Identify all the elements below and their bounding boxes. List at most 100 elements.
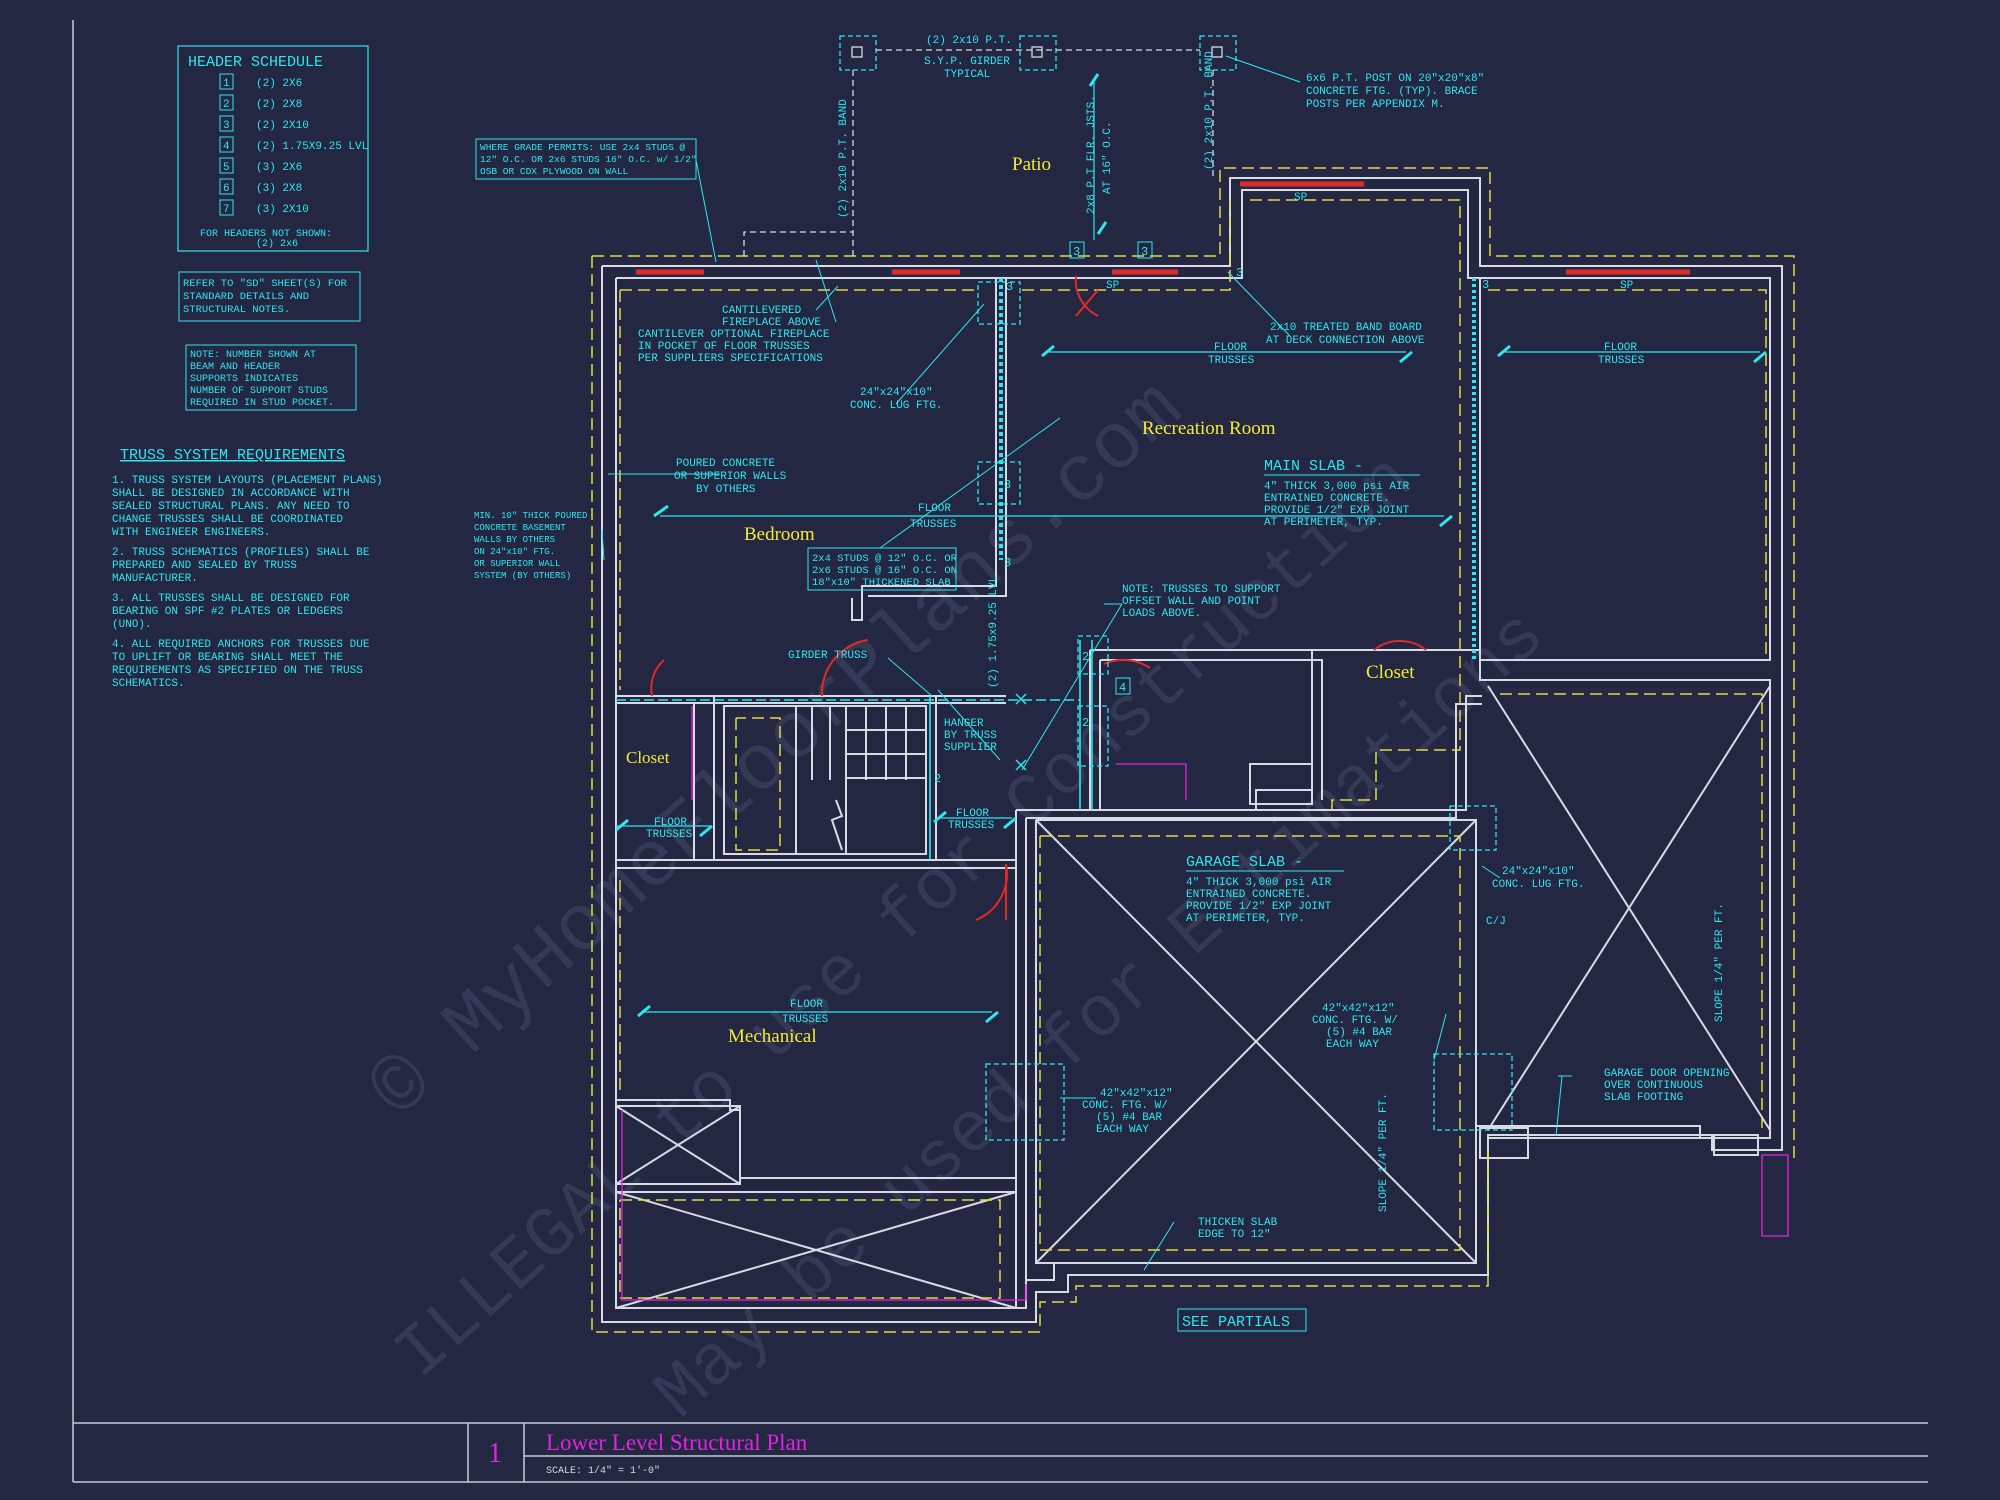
note-conc-ftg-1c: (5) #4 BAR	[1096, 1112, 1162, 1124]
header-schedule-size: (3) 2X6	[256, 162, 302, 174]
room-labels: Patio Recreation Room Bedroom Closet Clo…	[626, 154, 1415, 1047]
note-studs-3: 18"x10" THICKENED SLAB	[812, 577, 951, 589]
sd-note-line-1: REFER TO "SD" SHEET(S) FOR	[183, 278, 348, 290]
note-fireplace-2: FIREPLACE ABOVE	[722, 317, 821, 329]
note-conc-ftg-1b: CONC. FTG. W/	[1082, 1100, 1168, 1112]
note-basement-5: OR SUPERIOR WALL	[474, 559, 560, 569]
note-girder-truss: GIRDER TRUSS	[788, 650, 868, 662]
main-slab-3: PROVIDE 1/2" EXP JOINT	[1264, 505, 1410, 517]
note-studs-2: 2x6 STUDS @ 16" O.C. ON	[812, 565, 957, 577]
truss-arrows	[615, 73, 1767, 1024]
main-slab-4: AT PERIMETER, TYP.	[1264, 517, 1383, 529]
note-basement-2: CONCRETE BASEMENT	[474, 523, 566, 533]
room-closet-left: Closet	[626, 748, 670, 767]
main-slab-2: ENTRAINED CONCRETE.	[1264, 493, 1389, 505]
floor-trusses-4a: FLOOR	[654, 817, 687, 829]
truss-requirements: TRUSS SYSTEM REQUIREMENTS 1. TRUSS SYSTE…	[112, 447, 383, 690]
note-joists-1: 2x8 P.T FLR. JSTS.	[1086, 95, 1098, 214]
note-cj: C/J	[1486, 916, 1506, 928]
note-joists-2: AT 16" O.C.	[1102, 121, 1114, 194]
floor-trusses-1b: TRUSSES	[1208, 355, 1255, 367]
note-poured-1: POURED CONCRETE	[676, 458, 775, 470]
header-schedule-num: 3	[223, 120, 230, 132]
note-hanger-3: SUPPLIER	[944, 742, 997, 754]
room-recreation: Recreation Room	[1142, 418, 1276, 439]
note-slope-2: SLOPE 1/4" PER FT.	[1378, 1093, 1390, 1212]
truss-requirement-line: SEALED STRUCTURAL PLANS. ANY NEED TO	[112, 501, 350, 513]
note-basement-3: WALLS BY OTHERS	[474, 535, 555, 545]
header-schedule-num: 4	[223, 141, 230, 153]
note-post-3: POSTS PER APPENDIX M.	[1306, 99, 1445, 111]
note-lvl: (2) 1.75x9.25 LVL	[988, 576, 1000, 688]
see-partials: SEE PARTIALS	[1182, 1314, 1290, 1331]
floor-trusses-3b: TRUSSES	[910, 519, 957, 531]
note-grade-2: 12" O.C. OR 2x6 STUDS 16" O.C. w/ 1/2"	[480, 154, 697, 165]
note-grade-1: WHERE GRADE PERMITS: USE 2x4 STUDS @	[480, 142, 686, 153]
note-basement-4: ON 24"x10" FTG.	[474, 547, 555, 557]
header-schedule-num-box	[219, 157, 234, 174]
truss-requirement-line: TO UPLIFT OR BEARING SHALL MEET THE	[112, 652, 343, 664]
note-truss-support-1: NOTE: TRUSSES TO SUPPORT	[1122, 584, 1281, 596]
sp-label-2: SP	[1106, 280, 1120, 292]
room-patio: Patio	[1012, 154, 1051, 175]
tag-5: 3	[1004, 556, 1011, 570]
tag-2: 3	[1141, 245, 1148, 259]
truss-requirement-line: PREPARED AND SEALED BY TRUSS	[112, 560, 297, 572]
floor-trusses-6a: FLOOR	[790, 999, 823, 1011]
floor-trusses-6b: TRUSSES	[782, 1014, 829, 1026]
garage-slab-4: AT PERIMETER, TYP.	[1186, 913, 1305, 925]
header-schedule-title: HEADER SCHEDULE	[188, 54, 323, 71]
floor-trusses-5a: FLOOR	[956, 808, 989, 820]
leader-lines	[601, 55, 1572, 1271]
window-headers	[636, 181, 1690, 275]
garage-slab-1: 4" THICK 3,000 psi AIR	[1186, 877, 1332, 889]
tag-10: 2	[934, 772, 941, 786]
foundation-lines	[591, 167, 1795, 1333]
stud-note-line-2: BEAM AND HEADER	[190, 362, 280, 373]
note-post-1: 6x6 P.T. POST ON 20"x20"x8"	[1306, 73, 1484, 85]
note-basement-6: SYSTEM (BY OTHERS)	[474, 571, 571, 581]
support-tags: 3 3 3 3 3 3 3 2 2 2 4	[934, 241, 1489, 786]
note-conc-ftg-2c: (5) #4 BAR	[1326, 1027, 1392, 1039]
truss-requirement-line: SCHEMATICS.	[112, 678, 185, 690]
tag-9: 2	[1082, 716, 1089, 730]
title-block: 1 Lower Level Structural Plan SCALE: 1/4…	[488, 1430, 808, 1477]
note-garage-door-3: SLAB FOOTING	[1604, 1092, 1683, 1104]
truss-requirement-line: 3. ALL TRUSSES SHALL BE DESIGNED FOR	[112, 593, 350, 605]
note-conc-ftg-1d: EACH WAY	[1096, 1124, 1149, 1136]
plan-notes: (2) 2x10 P.T. S.Y.P. GIRDER TYPICAL 6x6 …	[474, 35, 1729, 1332]
title-scale: SCALE: 1/4" = 1'-0"	[546, 1465, 660, 1477]
stud-note-line-5: REQUIRED IN STUD POCKET.	[190, 398, 334, 409]
note-fireplace-5: PER SUPPLIERS SPECIFICATIONS	[638, 353, 823, 365]
truss-requirement-line: BEARING ON SPF #2 PLATES OR LEDGERS	[112, 606, 343, 618]
tag-8: 2	[1082, 650, 1089, 664]
room-closet-right: Closet	[1366, 662, 1415, 683]
floor-trusses-2a: FLOOR	[1604, 342, 1637, 354]
stud-note-line-3: SUPPORTS INDICATES	[190, 374, 298, 385]
tag-7: 3	[1482, 278, 1489, 292]
sp-label-1: SP	[1294, 192, 1308, 204]
patio-structure	[743, 35, 1237, 256]
tag-1: 3	[1073, 245, 1080, 259]
note-studs-1: 2x4 STUDS @ 12" O.C. OR	[812, 553, 958, 565]
garage-slab-2: ENTRAINED CONCRETE.	[1186, 889, 1311, 901]
sp-label-3: SP	[1620, 280, 1634, 292]
truss-requirement-line: 2. TRUSS SCHEMATICS (PROFILES) SHALL BE	[112, 547, 370, 559]
truss-requirement-line: 1. TRUSS SYSTEM LAYOUTS (PLACEMENT PLANS…	[112, 475, 383, 487]
floor-trusses-3a: FLOOR	[918, 503, 951, 515]
header-schedule-num: 1	[223, 78, 230, 90]
markers	[1015, 693, 1027, 771]
note-garage-door-1: GARAGE DOOR OPENING	[1604, 1068, 1729, 1080]
truss-requirements-title: TRUSS SYSTEM REQUIREMENTS	[120, 447, 345, 464]
header-schedule-num: 6	[223, 183, 230, 195]
note-band-board-2: AT DECK CONNECTION ABOVE	[1266, 335, 1425, 347]
header-schedule-size: (2) 1.75X9.25 LVL	[256, 141, 368, 153]
note-fireplace-3: CANTILEVER OPTIONAL FIREPLACE	[638, 329, 830, 341]
header-schedule-num-box	[219, 73, 234, 90]
beams	[616, 278, 1093, 860]
header-schedule-size: (2) 2X8	[256, 99, 302, 111]
note-band-left: (2) 2x10 P.T. BAND	[838, 99, 850, 218]
note-conc-ftg-2d: EACH WAY	[1326, 1039, 1379, 1051]
